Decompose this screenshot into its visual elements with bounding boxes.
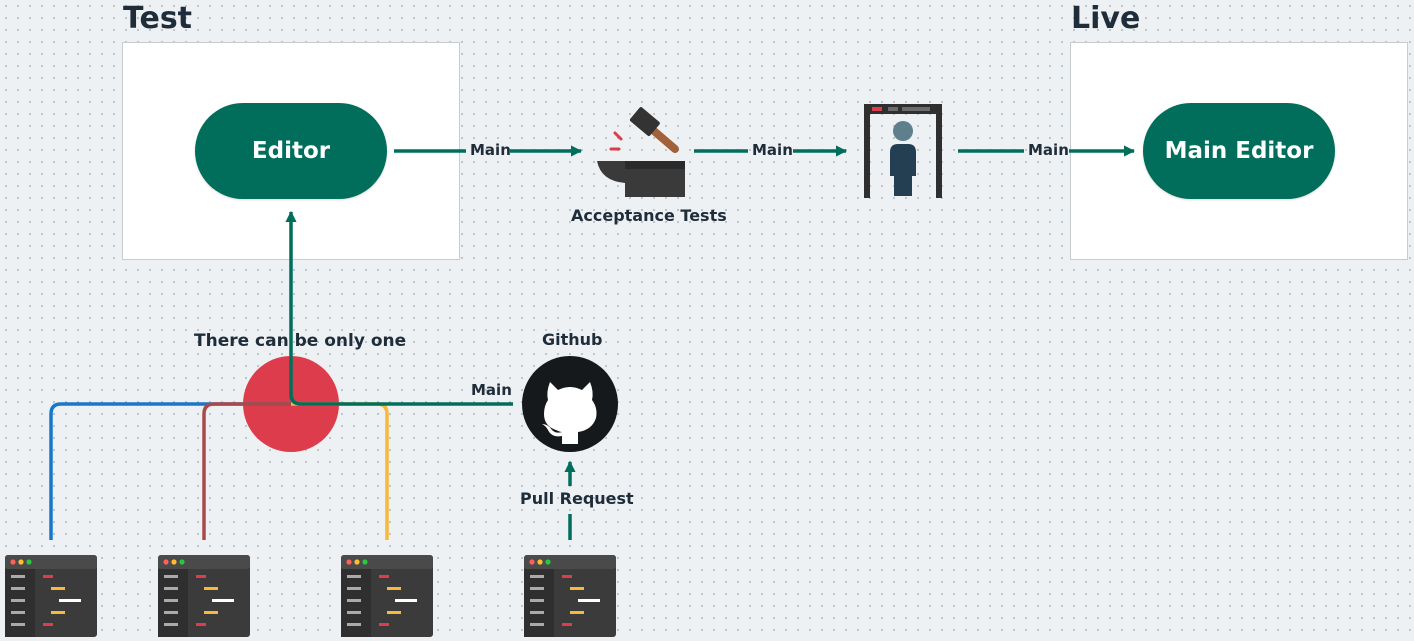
github-main-line <box>289 393 513 406</box>
github-label: Github <box>542 330 603 349</box>
edge-label-tests-to-gate: Main <box>752 141 793 159</box>
security-gate-person-icon[interactable] <box>864 104 942 198</box>
live-section-title: Live <box>1071 1 1141 36</box>
edge-label-pull-request: Pull Request <box>520 489 634 508</box>
editor-node[interactable]: Editor <box>195 103 387 199</box>
code-editor-window-icon[interactable] <box>158 555 250 637</box>
test-section-title: Test <box>123 1 193 36</box>
edge-label-editor-to-tests: Main <box>470 141 511 159</box>
edge-label-gate-to-live: Main <box>1028 141 1069 159</box>
main-editor-node[interactable]: Main Editor <box>1143 103 1335 199</box>
code-editor-window-icon[interactable] <box>5 555 97 637</box>
anvil-hammer-icon[interactable] <box>595 105 687 199</box>
github-octocat-icon[interactable] <box>522 356 618 452</box>
code-editor-window-icon[interactable] <box>524 555 616 637</box>
branch-line-blue <box>49 402 291 540</box>
branch-line-brown <box>202 402 291 540</box>
code-editor-window-icon[interactable] <box>341 555 433 637</box>
merge-caption: There can be only one <box>194 331 407 351</box>
acceptance-tests-label: Acceptance Tests <box>571 206 727 225</box>
edge-label-github-main: Main <box>471 381 512 399</box>
